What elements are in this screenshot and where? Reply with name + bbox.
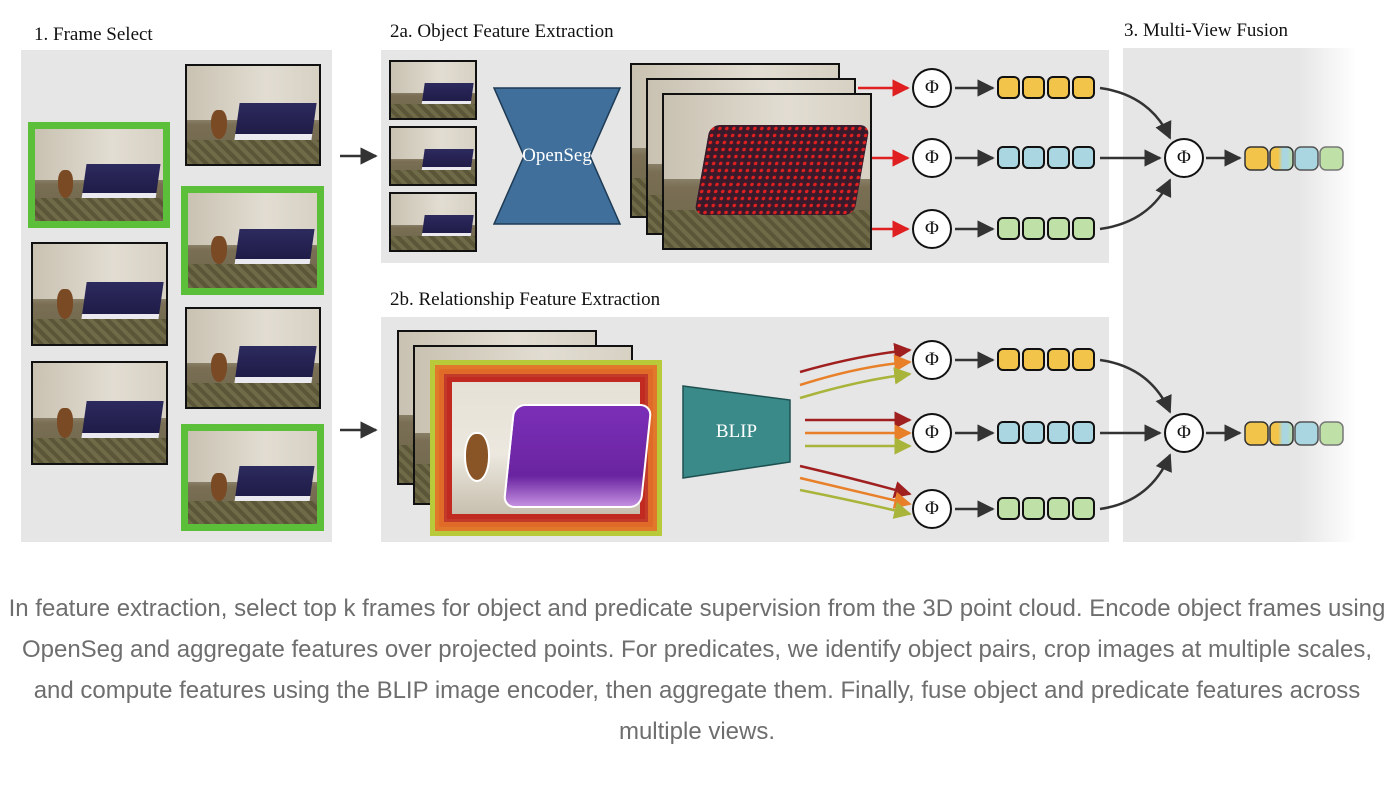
fusion-node: Φ <box>1164 138 1204 178</box>
feature-vector-blue <box>997 421 1095 444</box>
aggregate-node: Φ <box>912 340 952 380</box>
feature-vector-green <box>997 497 1095 520</box>
fused-feature-vector-bottom <box>1244 421 1344 446</box>
aggregate-node: Φ <box>912 413 952 453</box>
object-feature-title: 2a. Object Feature Extraction <box>390 21 614 42</box>
blip-label: BLIP <box>715 421 758 442</box>
selected-frame-thumbnail <box>181 186 324 295</box>
frame-thumbnail <box>185 64 321 166</box>
object-input-frame <box>389 192 477 252</box>
feature-vector-yellow <box>997 76 1095 99</box>
fusion-node: Φ <box>1164 413 1204 453</box>
blip-encoder-block <box>682 385 791 479</box>
selected-frame-thumbnail <box>28 122 170 228</box>
aggregate-node: Φ <box>912 489 952 529</box>
aggregate-node: Φ <box>912 209 952 249</box>
frame-thumbnail <box>185 307 321 409</box>
feature-vector-blue <box>997 146 1095 169</box>
object-input-frame <box>389 60 477 120</box>
selected-frame-thumbnail <box>181 424 324 531</box>
feature-vector-yellow <box>997 348 1095 371</box>
figure-caption: In feature extraction, select top k fram… <box>8 595 1386 745</box>
crop-scale-red <box>447 377 653 519</box>
object-input-frame <box>389 126 477 186</box>
frame-thumbnail <box>31 242 168 346</box>
feature-vector-green <box>997 217 1095 240</box>
relationship-crop <box>430 360 662 536</box>
frame-select-title: 1. Frame Select <box>34 24 153 45</box>
relationship-feature-title: 2b. Relationship Feature Extraction <box>390 289 661 310</box>
guitar-mask <box>464 432 490 482</box>
fused-feature-vector-top <box>1244 146 1344 171</box>
crop-scale-orange <box>439 369 653 527</box>
fusion-title: 3. Multi-View Fusion <box>1124 20 1289 41</box>
openseg-label: OpenSeg <box>522 145 592 166</box>
aggregate-node: Φ <box>912 68 952 108</box>
projected-points-frame <box>662 93 872 250</box>
aggregate-node: Φ <box>912 138 952 178</box>
frame-thumbnail <box>31 361 168 465</box>
openseg-encoder-block <box>492 87 622 225</box>
